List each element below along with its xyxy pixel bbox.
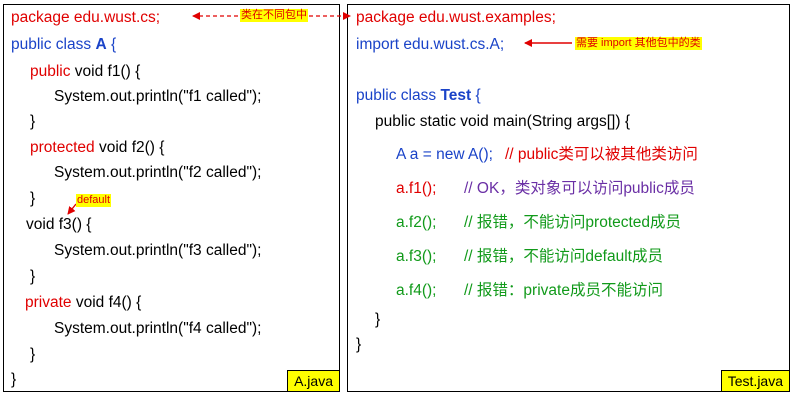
method-f2-body: System.out.println("f2 called"); [54, 164, 262, 181]
method-f3-body: System.out.println("f3 called"); [54, 242, 262, 259]
file-a-package-line: package edu.wust.cs; [11, 9, 161, 26]
stmt-new-a: A a = new A(); // public类可以被其他类访问 [396, 145, 698, 165]
stmt-new-a-code: A a = new A(); [396, 146, 493, 163]
method-f3-close: } [30, 268, 36, 285]
stmt-f2-code: a.f2(); [396, 214, 437, 231]
stmt-f4-code: a.f4(); [396, 282, 437, 299]
file-a-panel: package edu.wust.cs; public class A { pu… [3, 4, 340, 392]
file-b-package-line: package edu.wust.examples; [356, 9, 556, 26]
stmt-f1-code: a.f1(); [396, 180, 437, 197]
different-package-note: 类在不同包中 [240, 9, 308, 22]
default-note: default [76, 194, 112, 207]
file-b-class-declaration: public class Test { [356, 86, 481, 106]
f2-modifier: protected [30, 139, 95, 156]
method-f4-body: System.out.println("f4 called"); [54, 320, 262, 337]
stmt-f1: a.f1(); // OK，类对象可以访问public成员 [396, 179, 695, 199]
method-f1-signature: public void f1() { [30, 62, 140, 82]
f1-rest: void f1() { [70, 63, 141, 80]
import-note: 需要 import 其他包中的类 [575, 37, 702, 50]
stmt-f2: a.f2(); // 报错，不能访问protected成员 [396, 213, 681, 233]
f4-modifier: private [25, 294, 72, 311]
stmt-f2-comment: // 报错，不能访问protected成员 [464, 214, 682, 231]
file-b-name-label: Test.java [720, 370, 790, 392]
stmt-f1-comment: // OK，类对象可以访问public成员 [464, 180, 695, 197]
stmt-f3-code: a.f3(); [396, 248, 437, 265]
stmt-new-a-comment: // public类可以被其他类访问 [504, 146, 698, 163]
stmt-f4: a.f4(); // 报错：private成员不能访问 [396, 281, 663, 301]
class-name: A [95, 36, 107, 53]
class-decl-prefix: public class [11, 36, 96, 53]
stmt-f3: a.f3(); // 报错，不能访问default成员 [396, 247, 663, 267]
file-a-class-declaration: public class A { [11, 35, 116, 55]
method-f2-signature: protected void f2() { [30, 138, 164, 158]
file-b-class-close: } [356, 336, 362, 353]
method-f2-close: } [30, 190, 36, 207]
method-f3-signature: void f3() { [26, 216, 92, 233]
f2-rest: void f2() { [94, 139, 165, 156]
file-b-import-line: import edu.wust.cs.A; [356, 36, 505, 53]
class-name: Test [440, 87, 472, 104]
file-a-class-close: } [11, 371, 17, 388]
f4-rest: void f4() { [71, 294, 142, 311]
main-method-close: } [375, 311, 381, 328]
class-decl-suffix: { [471, 87, 481, 104]
file-a-name-label: A.java [287, 370, 340, 392]
stmt-f3-comment: // 报错，不能访问default成员 [464, 248, 663, 265]
f1-modifier: public [30, 63, 71, 80]
class-decl-prefix: public class [356, 87, 441, 104]
method-f1-close: } [30, 113, 36, 130]
method-f1-body: System.out.println("f1 called"); [54, 88, 262, 105]
method-f4-close: } [30, 346, 36, 363]
main-method-signature: public static void main(String args[]) { [375, 113, 630, 130]
file-b-panel: package edu.wust.examples; import edu.wu… [347, 4, 790, 392]
class-decl-suffix: { [106, 36, 117, 53]
default-note-arrow [67, 203, 77, 215]
stmt-f4-comment: // 报错：private成员不能访问 [464, 282, 663, 299]
method-f4-signature: private void f4() { [25, 293, 141, 313]
